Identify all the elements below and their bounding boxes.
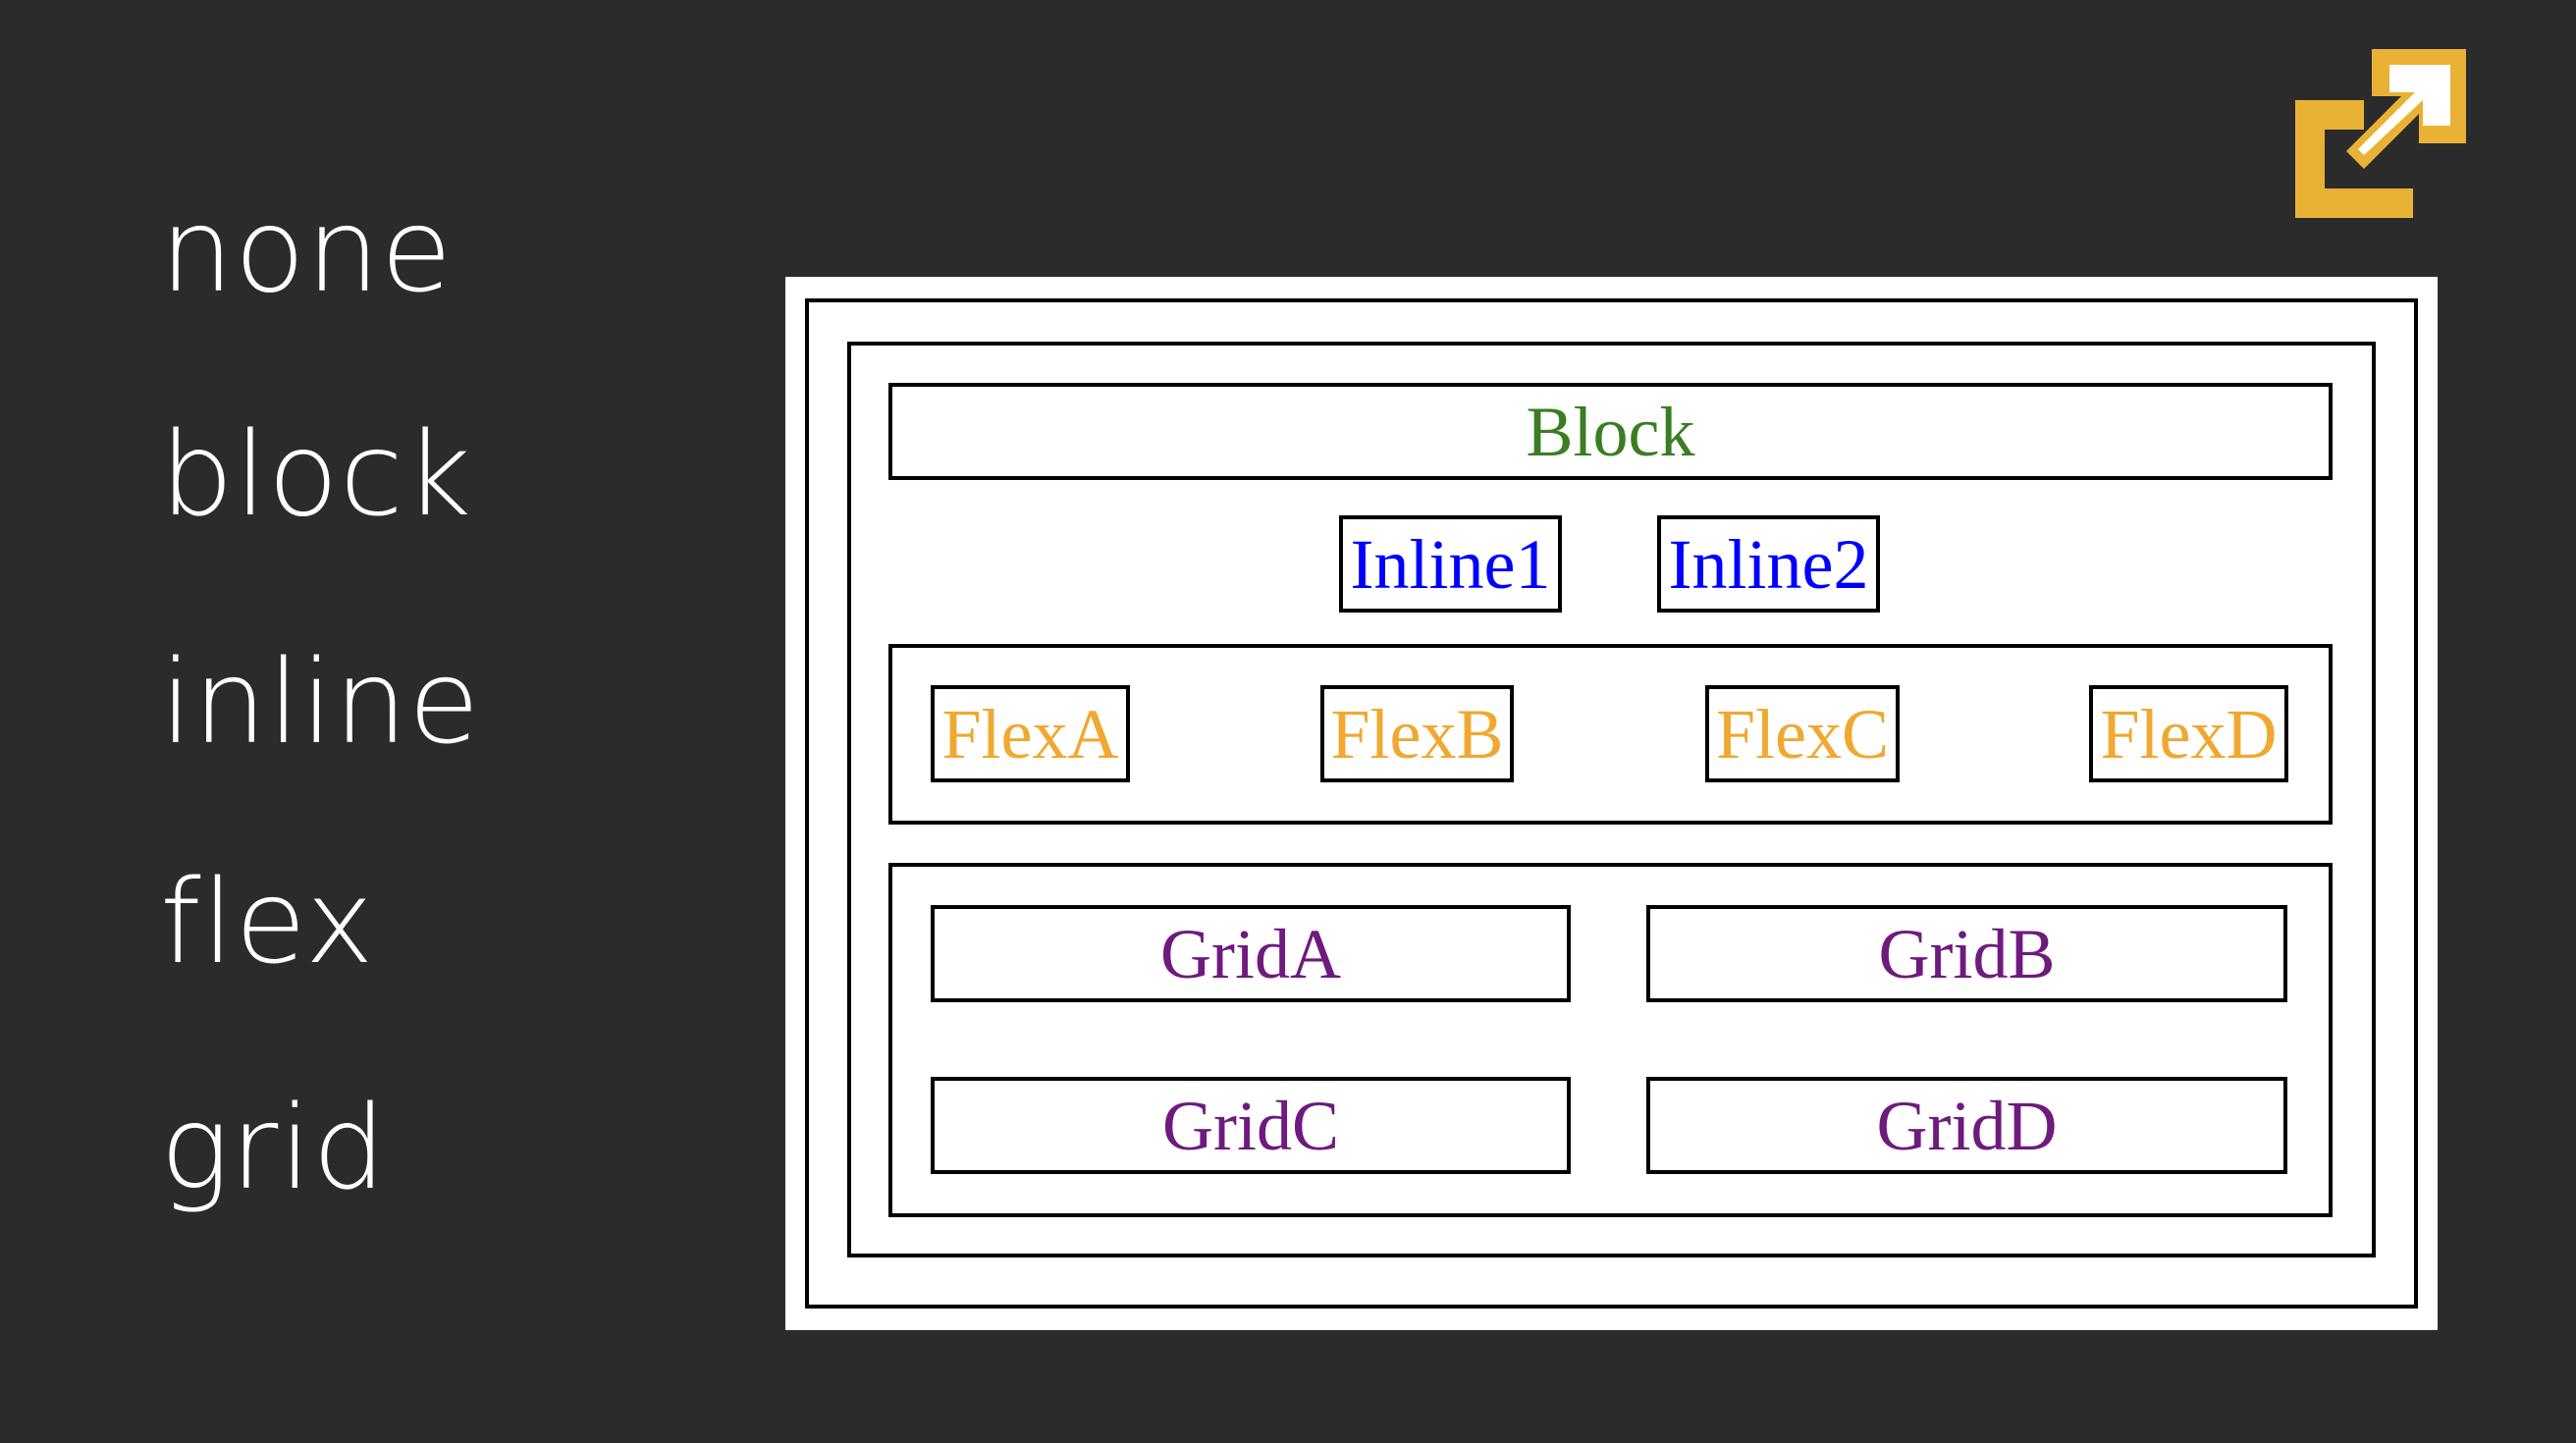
inline-item-2: Inline2 <box>1657 515 1880 613</box>
block-label: Block <box>1526 392 1695 471</box>
grid-item-label: GridB <box>1878 914 2056 993</box>
inline-item-label: Inline1 <box>1350 524 1551 604</box>
grid-item-label: GridD <box>1876 1086 2058 1165</box>
flex-item-label: FlexD <box>2100 694 2278 774</box>
demo-outer-container: Block Inline1 Inline2 FlexA FlexB FlexC … <box>785 277 2438 1330</box>
grid-item-d: GridD <box>1646 1077 2287 1174</box>
display-value-flex: flex <box>160 854 375 989</box>
inline-item-label: Inline2 <box>1668 524 1869 604</box>
display-value-block: block <box>160 406 473 542</box>
flex-item-c: FlexC <box>1705 685 1900 782</box>
flex-item-b: FlexB <box>1320 685 1514 782</box>
flex-item-label: FlexC <box>1715 694 1890 774</box>
grid-item-label: GridC <box>1162 1086 1339 1165</box>
grid-item-a: GridA <box>931 905 1571 1002</box>
grid-item-b: GridB <box>1646 905 2287 1002</box>
flex-item-label: FlexA <box>941 694 1119 774</box>
flex-item-a: FlexA <box>931 685 1130 782</box>
display-value-grid: grid <box>160 1080 388 1215</box>
grid-item-c: GridC <box>931 1077 1571 1174</box>
block-box: Block <box>888 383 2333 480</box>
grid-item-label: GridA <box>1160 914 1341 993</box>
inline-item-1: Inline1 <box>1339 515 1562 613</box>
display-value-none: none <box>160 183 454 318</box>
flex-item-label: FlexB <box>1330 694 1504 774</box>
expand-arrow-icon[interactable] <box>2285 41 2472 228</box>
flex-item-d: FlexD <box>2089 685 2288 782</box>
display-value-inline: inline <box>160 634 481 770</box>
